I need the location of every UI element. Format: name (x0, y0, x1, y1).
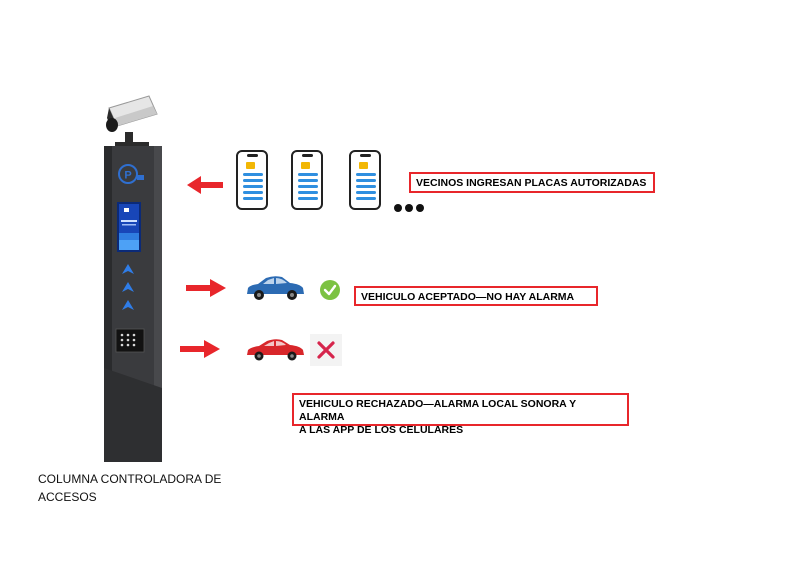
arrow-icon (187, 176, 223, 194)
car-icon (247, 276, 304, 300)
cross-icon (317, 341, 335, 359)
phone-icon (236, 150, 268, 210)
phone-icon (349, 150, 381, 210)
caption-line-2: ACCESOS (38, 490, 97, 504)
arrow-icon (186, 279, 226, 297)
caption-line-1: COLUMNA CONTROLADORA DE (38, 472, 222, 486)
arrow-icon (180, 340, 220, 358)
check-icon (320, 280, 340, 300)
label-rechazado-line-2: A LAS APP DE LOS CELULARES (299, 424, 464, 436)
label-aceptado: VEHICULO ACEPTADO—NO HAY ALARMA (354, 286, 598, 306)
access-control-column: P (104, 95, 162, 462)
keypad (115, 328, 145, 353)
camera-icon (106, 95, 158, 154)
parking-icon: P (118, 164, 144, 184)
direction-arrows (122, 264, 134, 310)
car-icon (247, 339, 304, 361)
column-caption: COLUMNA CONTROLADORA DE ACCESOS (38, 470, 221, 506)
phone-icon (291, 150, 323, 210)
label-rechazado-line-1: VEHICULO RECHAZADO—ALARMA LOCAL SONORA Y… (299, 398, 576, 423)
ellipsis-icon (394, 204, 424, 212)
svg-text:P: P (124, 170, 131, 182)
label-rechazado: VEHICULO RECHAZADO—ALARMA LOCAL SONORA Y… (292, 393, 629, 436)
label-vecinos: VECINOS INGRESAN PLACAS AUTORIZADAS (409, 172, 655, 193)
column-screen (117, 202, 141, 252)
